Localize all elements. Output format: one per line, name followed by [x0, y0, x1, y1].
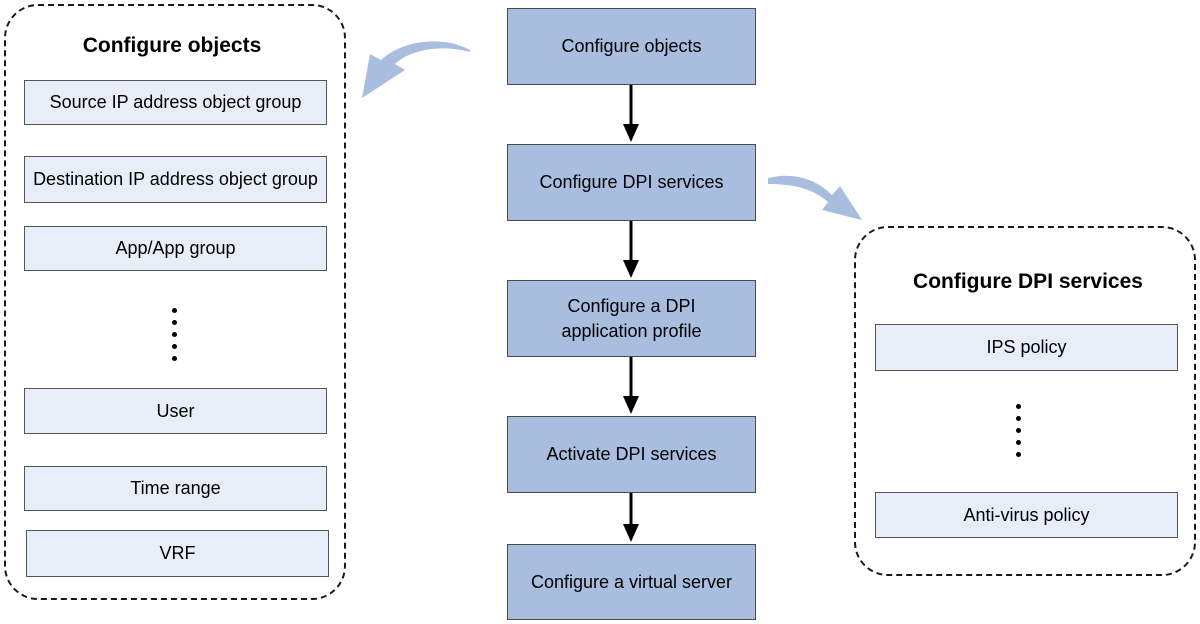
right-ellipsis-dots — [1016, 404, 1022, 464]
user-box: User — [24, 388, 327, 434]
step-configure-virtual-server: Configure a virtual server — [507, 544, 756, 620]
step-configure-dpi-services: Configure DPI services — [507, 144, 756, 221]
destination-ip-object-group-box: Destination IP address object group — [24, 156, 327, 203]
curved-arrow-left — [362, 41, 470, 98]
ips-policy-box: IPS policy — [875, 324, 1178, 371]
configure-objects-group — [4, 4, 346, 600]
configure-dpi-services-group-title: Configure DPI services — [913, 270, 1143, 293]
flow-arrow-3-head — [623, 396, 639, 414]
flow-arrow-2-head — [623, 260, 639, 278]
step-activate-dpi-services: Activate DPI services — [507, 416, 756, 493]
app-group-box: App/App group — [24, 226, 327, 271]
source-ip-object-group-box: Source IP address object group — [24, 80, 327, 125]
configure-dpi-services-group — [854, 226, 1196, 576]
flow-arrow-4-head — [623, 524, 639, 542]
time-range-box: Time range — [24, 466, 327, 511]
configure-objects-group-title: Configure objects — [82, 34, 262, 57]
vrf-box: VRF — [26, 530, 329, 577]
left-ellipsis-dots — [172, 308, 178, 368]
flow-arrow-1-head — [623, 124, 639, 142]
curved-arrow-right — [768, 175, 862, 220]
step-configure-dpi-application-profile: Configure a DPI application profile — [507, 280, 756, 357]
anti-virus-policy-box: Anti-virus policy — [875, 492, 1178, 538]
step-configure-objects: Configure objects — [507, 8, 756, 85]
